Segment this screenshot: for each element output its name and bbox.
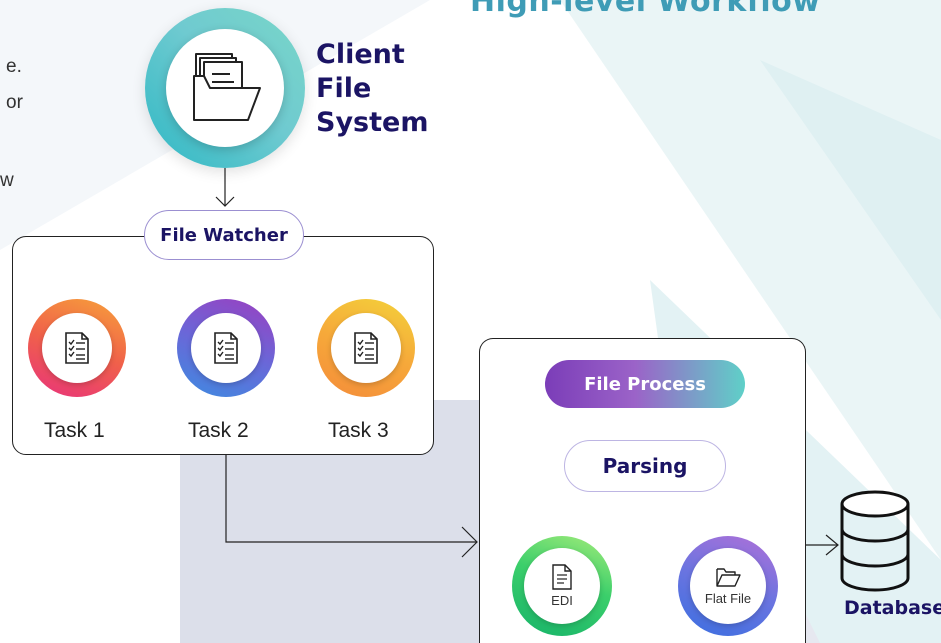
arrowhead-process-database — [825, 534, 839, 556]
task-2-node — [177, 299, 275, 397]
side-text-2: or — [6, 92, 23, 113]
client-file-system-label: Client File System — [316, 38, 428, 140]
folder-documents-icon — [193, 53, 261, 121]
database-label: Database — [844, 597, 941, 619]
database-icon — [840, 490, 910, 592]
document-icon — [552, 564, 572, 590]
client-label-line-1: Client — [316, 39, 405, 70]
flat-file-node: Flat File — [678, 536, 778, 636]
side-text-3: w — [0, 170, 14, 191]
checklist-document-icon — [65, 332, 89, 364]
task-2-icon-circle — [191, 313, 261, 383]
task-3-icon-circle — [331, 313, 401, 383]
task-1-label: Task 1 — [44, 419, 105, 442]
file-watcher-pill: File Watcher — [144, 210, 304, 260]
flat-file-label: Flat File — [704, 591, 752, 606]
task-3-label: Task 3 — [328, 419, 389, 442]
checklist-document-icon — [354, 332, 378, 364]
flat-file-icon-circle: Flat File — [690, 548, 766, 624]
edi-icon-circle: EDI — [524, 548, 600, 624]
task-3-node — [317, 299, 415, 397]
client-label-line-2: File — [316, 73, 372, 104]
task-2-label: Task 2 — [188, 419, 249, 442]
open-folder-icon — [716, 568, 741, 587]
diagram-title: High-level Workflow — [470, 0, 821, 19]
file-process-pill: File Process — [545, 360, 745, 408]
client-file-system-node — [145, 8, 305, 168]
edi-label: EDI — [551, 593, 573, 608]
checklist-document-icon — [214, 332, 238, 364]
task-1-node — [28, 299, 126, 397]
parsing-pill: Parsing — [564, 440, 726, 492]
client-label-line-3: System — [316, 107, 429, 138]
arrowhead-client-watcher — [215, 196, 235, 207]
bg-shape-right — [760, 60, 941, 320]
task-1-icon-circle — [42, 313, 112, 383]
edi-node: EDI — [512, 536, 612, 636]
side-text-1: e. — [6, 56, 22, 77]
connector-tasks-process — [225, 454, 477, 543]
arrowhead-tasks-process — [461, 526, 478, 558]
client-icon-circle — [166, 29, 284, 147]
